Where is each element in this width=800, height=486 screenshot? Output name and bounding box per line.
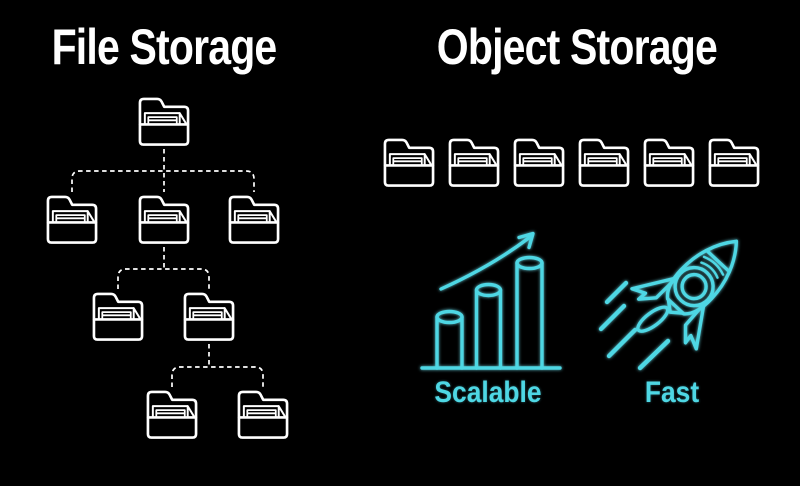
rocket-fin <box>683 302 706 351</box>
folder-icon <box>183 292 235 341</box>
folder-icon <box>643 138 695 187</box>
rocket-fin <box>630 276 678 301</box>
folder-icon <box>578 138 630 187</box>
folder-icon <box>513 138 565 187</box>
folder-icon <box>708 138 760 187</box>
chart-cylinder <box>435 309 464 370</box>
rocket-window <box>673 265 715 308</box>
object-storage-folder-row <box>383 138 760 187</box>
rocket-tail-chevron <box>666 297 685 315</box>
chart-cylinder <box>515 255 544 370</box>
rocket-window-inner <box>680 272 708 301</box>
folder-icon <box>383 138 435 187</box>
rocket-nose-line <box>706 249 730 273</box>
rocket-body <box>665 239 739 316</box>
speed-lines <box>598 280 671 371</box>
fast-label: Fast <box>644 376 700 409</box>
folder-icon <box>237 390 289 439</box>
tree-connector-lines <box>71 149 264 387</box>
folder-icon <box>92 292 144 341</box>
rocket-nose-stripe <box>700 261 719 279</box>
rocket-icon <box>598 239 739 371</box>
rocket-exhaust-flame <box>636 305 670 333</box>
file-storage-title: File Storage <box>51 19 278 75</box>
chart-cylinder <box>474 282 503 370</box>
growth-chart-icon <box>420 231 562 370</box>
folder-icon <box>46 195 98 244</box>
scalable-label: Scalable <box>434 376 542 409</box>
folder-icon <box>448 138 500 187</box>
file-storage-tree <box>46 97 289 439</box>
folder-icon <box>228 195 280 244</box>
folder-icon <box>146 390 198 439</box>
growth-arrow-icon <box>439 231 535 291</box>
rocket-nose-stripe <box>702 255 725 276</box>
object-storage-title: Object Storage <box>436 19 718 75</box>
folder-icon <box>138 97 190 146</box>
folder-icon <box>138 195 190 244</box>
